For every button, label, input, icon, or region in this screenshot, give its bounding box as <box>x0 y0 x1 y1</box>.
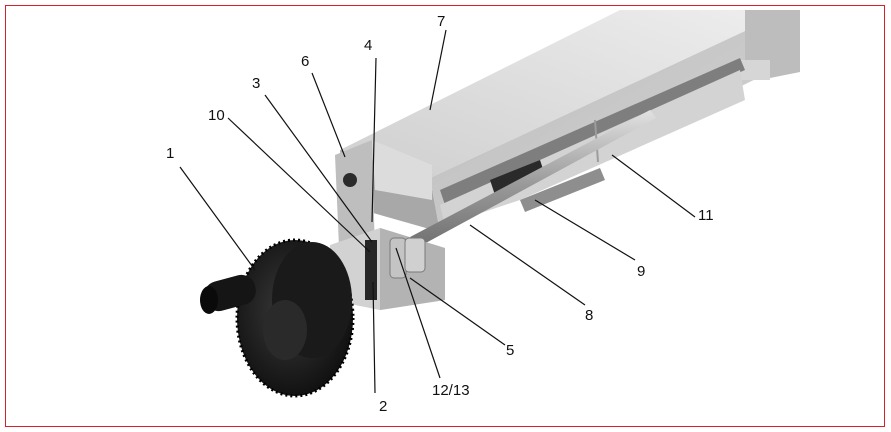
callout-label-12-13: 12/13 <box>432 382 470 399</box>
leader-6 <box>311 72 346 158</box>
callout-label-2: 2 <box>379 398 388 415</box>
callout-label-10: 10 <box>208 107 225 124</box>
knob <box>200 238 355 398</box>
leader-12-13 <box>395 247 441 379</box>
leader-5 <box>409 277 506 346</box>
callout-label-9: 9 <box>637 263 646 280</box>
callout-label-1: 1 <box>166 145 175 162</box>
leader-4 <box>371 57 377 223</box>
rod <box>395 110 656 257</box>
callout-label-11: 11 <box>698 207 714 224</box>
leader-3 <box>264 94 373 243</box>
leader-7 <box>429 29 447 111</box>
leader-lines <box>179 29 696 394</box>
callout-label-8: 8 <box>585 307 594 324</box>
bearing-block <box>330 228 445 310</box>
callout-label-3: 3 <box>252 75 261 92</box>
leader-9 <box>534 199 636 261</box>
leader-11 <box>611 154 696 218</box>
leader-10 <box>227 117 371 253</box>
leader-8 <box>469 224 586 306</box>
callout-label-5: 5 <box>506 342 515 359</box>
leader-1 <box>179 166 256 271</box>
leader-2 <box>372 281 376 394</box>
callout-label-7: 7 <box>437 13 446 30</box>
beam <box>340 10 800 232</box>
callout-label-6: 6 <box>301 53 310 70</box>
callout-label-4: 4 <box>364 37 373 54</box>
